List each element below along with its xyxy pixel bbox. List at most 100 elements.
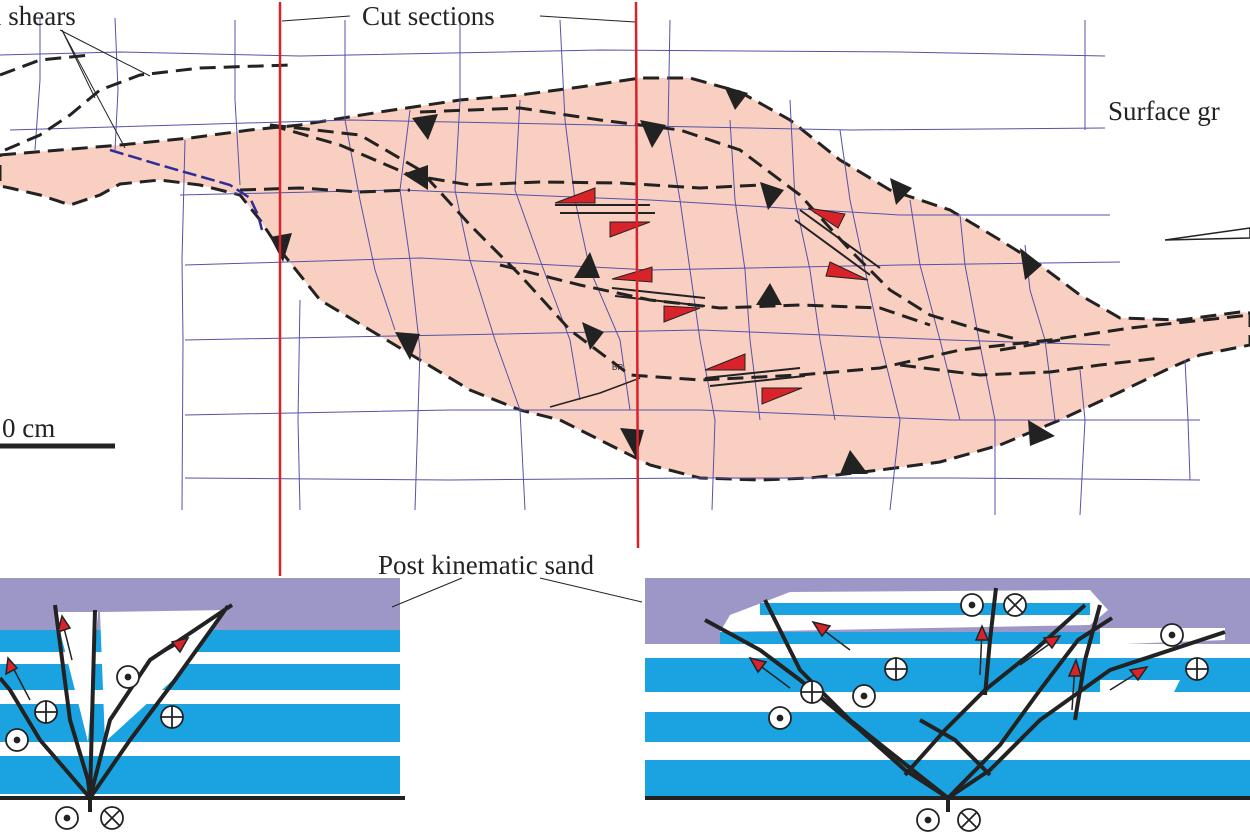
half-arrow-icon <box>825 261 869 281</box>
right-faults <box>704 587 1226 800</box>
post-kinematic-sand-leaders <box>391 577 643 608</box>
cut-section-line-right <box>634 1 640 549</box>
triangle-icon <box>1028 420 1055 446</box>
triangle-icon <box>582 322 604 350</box>
triangle-icon <box>574 252 600 278</box>
arrow-head <box>748 656 768 674</box>
dot-in-circle-icon <box>768 706 792 730</box>
scale-label: 0 cm <box>2 413 55 443</box>
half-arrow-icon <box>609 221 651 238</box>
cut-sections-leaders <box>281 15 636 23</box>
left-faults <box>0 603 234 800</box>
shear-couple-lower <box>704 353 806 405</box>
dot-in-circle-icon <box>55 806 79 830</box>
blue-marker-trace <box>109 148 264 231</box>
cross-fault-trace <box>999 338 1061 352</box>
dot-in-circle-icon <box>1160 623 1184 647</box>
cross-in-circle-icon <box>100 806 124 830</box>
blue-layer <box>720 632 1100 644</box>
half-arrow-icon <box>663 305 701 323</box>
white-layer <box>645 692 1250 712</box>
grid-line <box>959 214 996 515</box>
triangle-icon <box>412 114 438 140</box>
white-layer <box>645 644 1250 658</box>
dot-in-circle-icon <box>916 808 940 832</box>
grid-line <box>234 20 241 186</box>
map-view: BR 0 cm l shears Cut sections Surface gr <box>0 1 1250 516</box>
dot-in-circle-icon <box>852 684 876 708</box>
grid-line <box>184 329 1111 346</box>
triangle-icon <box>840 450 868 474</box>
triangle-icon <box>756 283 782 305</box>
white-layer <box>645 742 1250 760</box>
cross-section-right <box>645 578 1250 832</box>
cross-in-circle-icon <box>160 705 184 729</box>
white-wedge <box>100 610 228 742</box>
grid-line <box>297 299 301 511</box>
upper-right-fault-trace <box>419 106 1021 342</box>
left-motion-symbols <box>5 665 184 830</box>
left-shear-arrows <box>5 614 190 701</box>
dot-in-circle-icon <box>960 593 984 617</box>
central-fault-trace <box>269 123 1250 382</box>
grid-line <box>559 19 631 411</box>
grid-line <box>789 99 836 421</box>
arrow-head <box>1128 665 1149 682</box>
white-wedge <box>55 612 98 742</box>
triangle-icon <box>640 120 666 148</box>
right-motion-symbols <box>768 593 1209 832</box>
grid-line <box>179 189 1110 216</box>
cross-in-circle-icon <box>34 700 58 724</box>
grid-line <box>839 129 901 511</box>
grid-line <box>34 18 41 151</box>
half-arrow-icon <box>554 187 596 204</box>
half-arrow-icon <box>704 353 746 371</box>
shear-couple-upper <box>554 187 655 238</box>
arrow-head <box>1067 657 1083 677</box>
grid-line <box>399 109 421 511</box>
blue-layer <box>0 664 400 690</box>
arrow-head <box>811 620 832 638</box>
grid-line <box>181 139 186 511</box>
right-shear-arrows <box>748 620 1149 711</box>
grid-line <box>729 119 761 421</box>
white-layer <box>0 690 400 704</box>
cross-in-circle-icon <box>1003 593 1027 617</box>
upper-left-shear-trace <box>0 53 291 152</box>
triangle-icon <box>395 332 420 360</box>
shears-label: l shears <box>0 1 76 31</box>
half-arrow-icon <box>807 207 846 229</box>
grid-line <box>184 477 1201 481</box>
grid-line <box>454 20 526 511</box>
blue-layer <box>760 603 1090 615</box>
arrow-head <box>1042 635 1062 650</box>
grid-line <box>0 49 1106 57</box>
surface-grid-label: Surface gr <box>1108 96 1220 126</box>
grid-line <box>514 99 581 401</box>
dot-in-circle-icon <box>5 728 29 752</box>
arrow-head <box>5 656 19 676</box>
cut-sections-label: Cut sections <box>362 1 495 31</box>
grid-line <box>344 20 396 331</box>
shears-leaders <box>59 29 151 149</box>
shear-couple-right <box>794 207 881 281</box>
white-wedge <box>1100 680 1180 700</box>
grid-line <box>1079 369 1086 516</box>
blue-layer <box>0 756 400 794</box>
cross-in-circle-icon <box>1185 657 1209 681</box>
grid-line <box>1184 359 1191 481</box>
grid-line <box>114 17 119 151</box>
triangle-icon <box>1020 248 1042 280</box>
dot-in-circle-icon <box>116 665 140 689</box>
arrow-head <box>974 624 990 641</box>
arrow-head <box>56 614 72 634</box>
cross-in-circle-icon <box>957 808 981 832</box>
shear-couple-middle <box>611 266 706 323</box>
blue-layer <box>645 760 1250 798</box>
left-inner-trace <box>239 186 411 194</box>
thin-lower-line <box>549 377 641 408</box>
triangle-icon <box>890 178 912 205</box>
triangle-icon <box>724 86 748 110</box>
shear-sense-markers: BR <box>554 187 881 405</box>
